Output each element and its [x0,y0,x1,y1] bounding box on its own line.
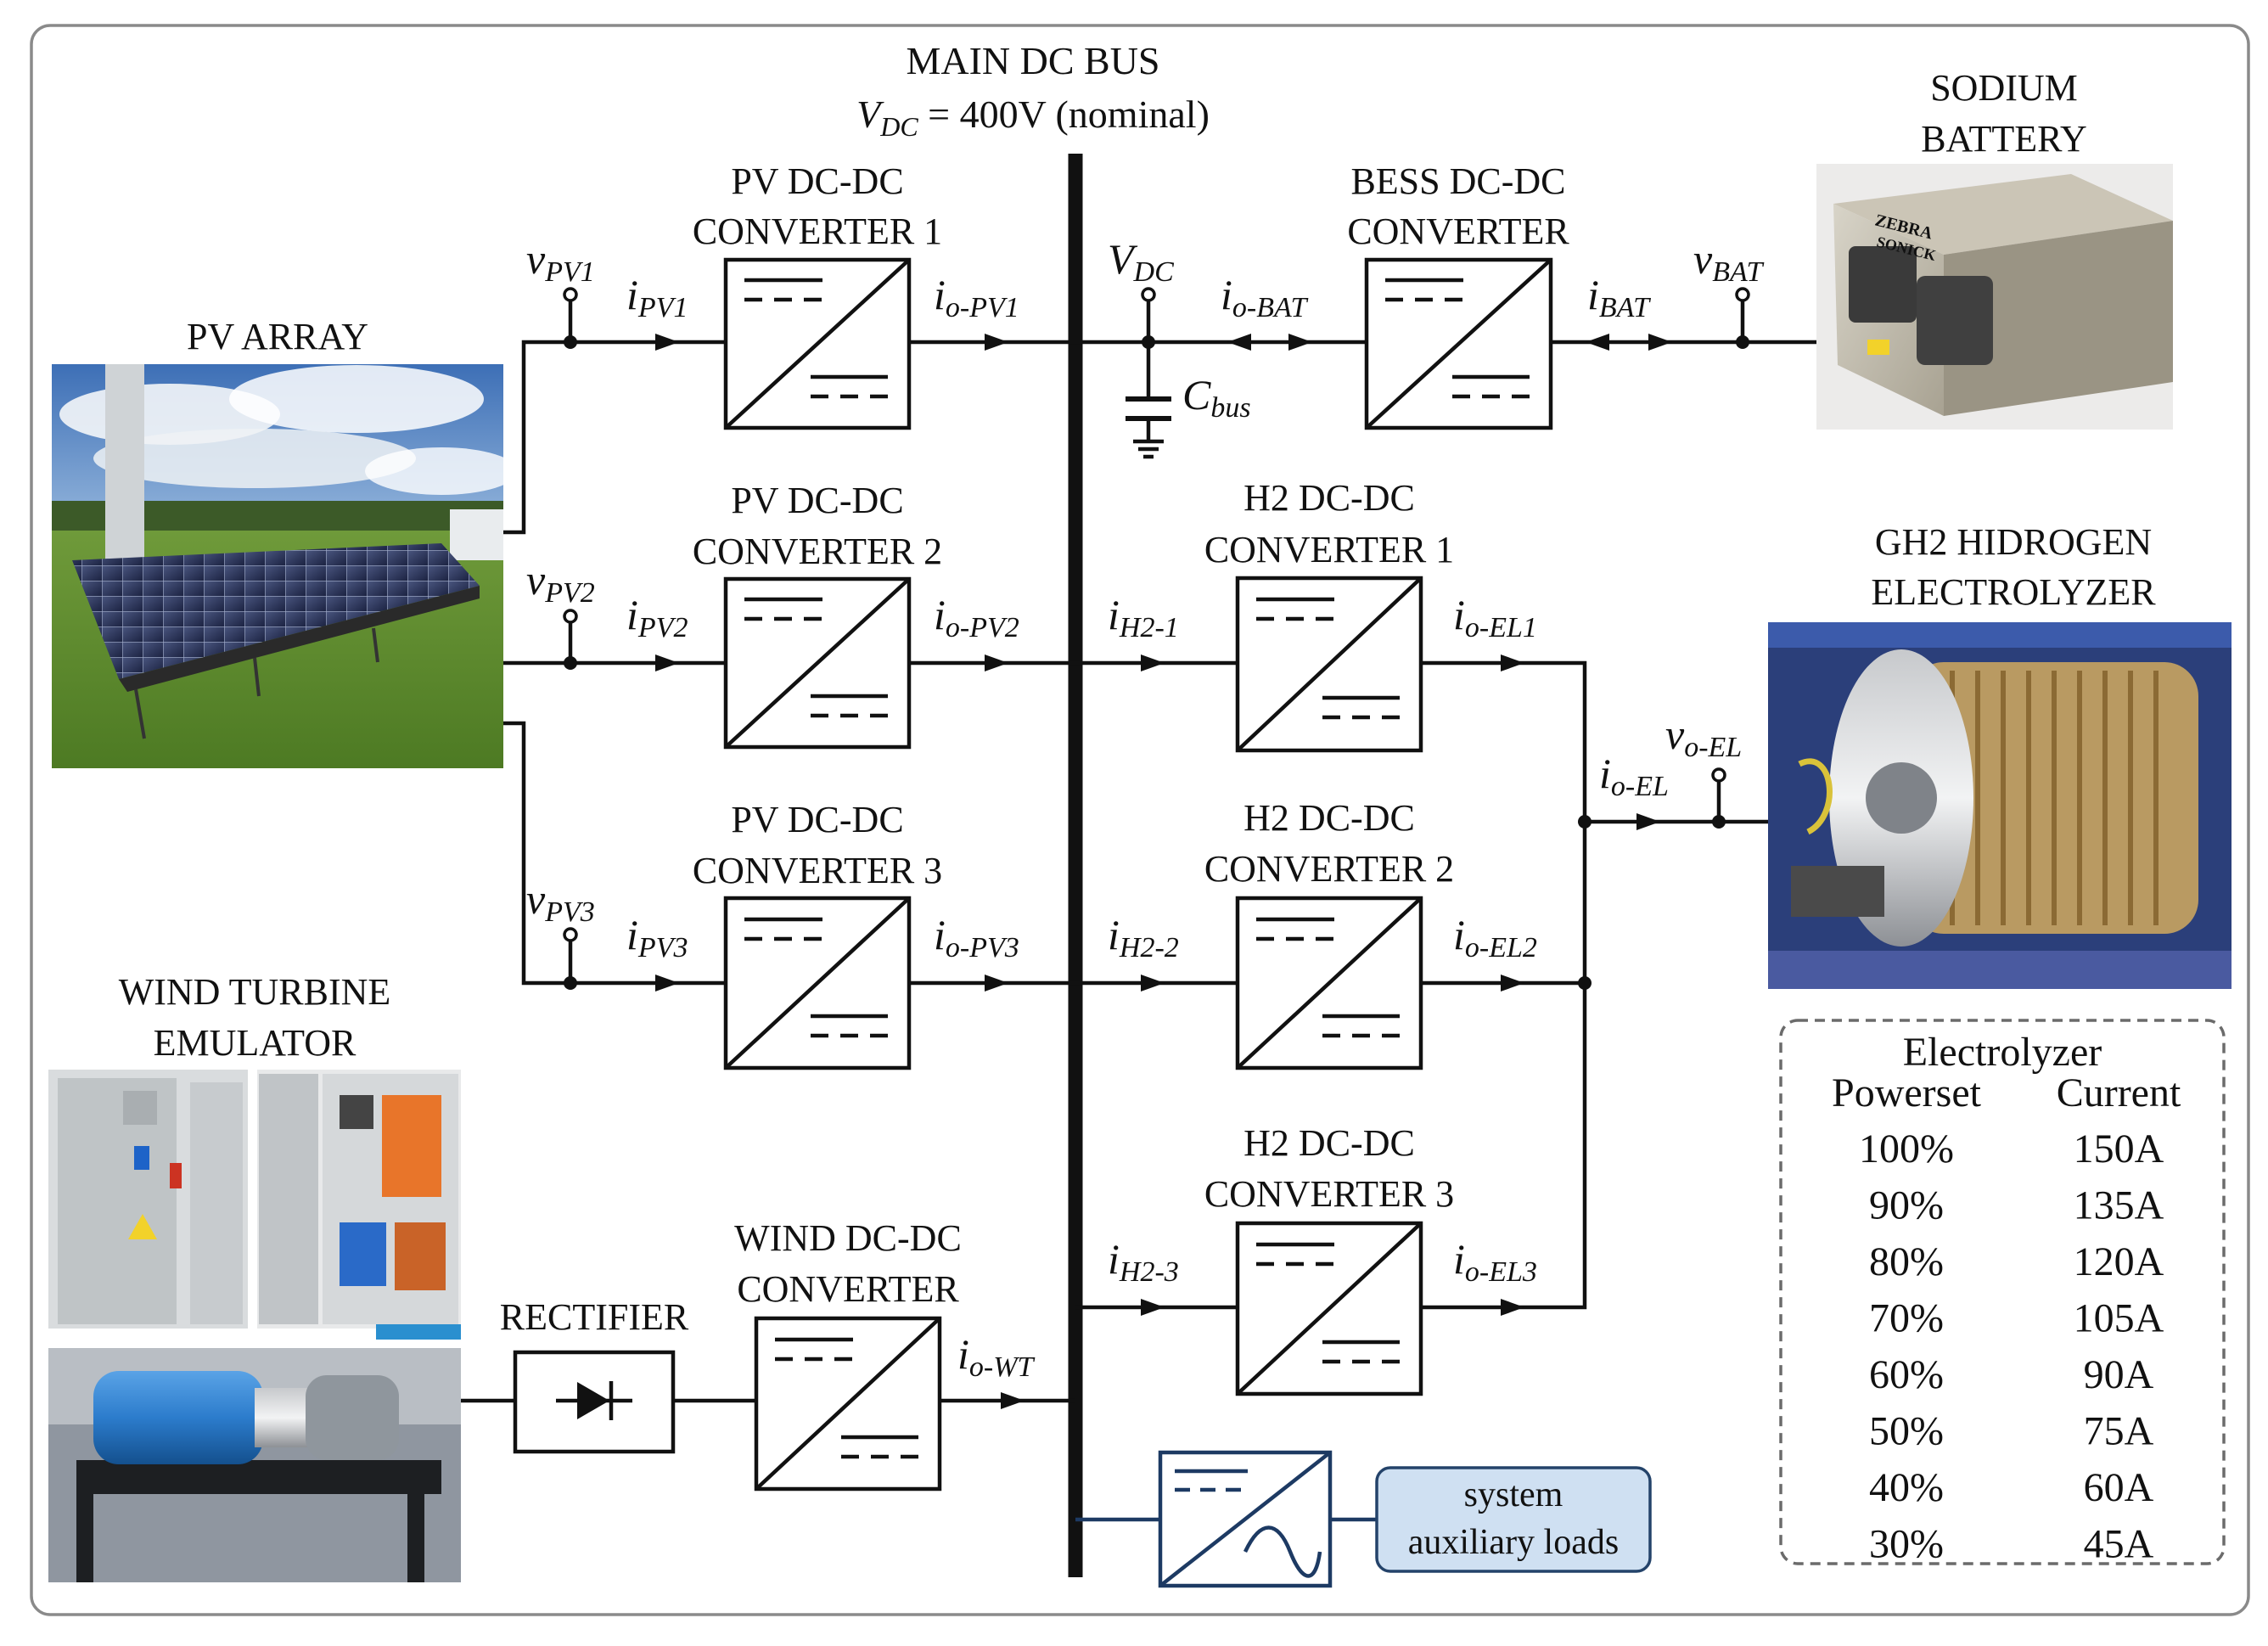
aux-loads-label-2: auxiliary loads [1408,1523,1619,1562]
electrolyzer-table-current-cell: 90A [2084,1352,2154,1397]
electrolyzer-table-frame [1779,1019,2226,1565]
label-io-pv2: io-PV2 [934,591,1019,643]
electrolyzer-table-current-cell: 135A [2074,1183,2164,1228]
electrolyzer-table-powerset-cell: 80% [1869,1239,1944,1284]
electrolyzer-table-current-cell: 60A [2084,1465,2154,1510]
pv-array-label: PV ARRAY [187,316,368,357]
wind-converter-label-2: CONVERTER [737,1268,959,1310]
electrolyzer-table-powerset-cell: 70% [1869,1296,1944,1341]
pv-converter-3-label-1: PV DC-DC [731,799,903,840]
bess-converter-label-2: CONVERTER [1347,211,1569,252]
h2-converter-1-label-2: CONVERTER 1 [1204,529,1454,570]
electrolyzer-photo [1768,622,2232,989]
bess-converter [1364,257,1553,430]
electrolyzer-table-powerset-cell: 50% [1869,1409,1944,1454]
h2-converter-3-label-2: CONVERTER 3 [1204,1173,1454,1215]
electrolyzer-table-current-cell: 45A [2084,1522,2154,1567]
battery-label-1: SODIUM [1930,67,2078,109]
label-i-h2-1: iH2-1 [1108,591,1179,643]
label-io-el: io-EL [1599,750,1669,802]
electrolyzer-table-header-current: Current [2057,1070,2181,1115]
electrolyzer-table-rows: 100% 150A 90% 135A 80% 120A 70% 105A 60% 90A 50% 75… [1859,1126,2164,1567]
aux-loads-label-1: system [1464,1475,1563,1514]
electrolyzer-table-powerset-cell: 100% [1859,1126,1954,1171]
bus-capacitor [1126,396,1171,421]
electrolyzer-table-powerset-cell: 90% [1869,1183,1944,1228]
sodium-battery-photo: ZEBRA SONICK [1816,164,2173,430]
wind-emulator-label-1: WIND TURBINE [119,971,391,1013]
pv-converter-2 [723,576,912,750]
electrolyzer-table-current-cell: 75A [2084,1409,2154,1454]
current-arrows [655,334,1672,1409]
label-v-pv2: vPV2 [526,556,595,609]
electrolyzer-table-powerset-cell: 60% [1869,1352,1944,1397]
pv-converter-2-label-2: CONVERTER 2 [693,531,942,572]
pv-converter-1 [723,257,912,430]
h2-converter-3 [1235,1221,1423,1396]
wind-emulator-cabinet-photo-1 [48,1070,248,1329]
electrolyzer-table-powerset-cell: 40% [1869,1465,1944,1510]
label-i-h2-3: iH2-3 [1108,1235,1179,1288]
rectifier-block [513,1350,676,1454]
pv-converter-1-label-2: CONVERTER 1 [693,211,942,252]
pv-converter-2-label-1: PV DC-DC [731,480,903,521]
bus-voltage-label: VDC = 400V (nominal) [856,93,1210,142]
h2-converter-1 [1235,576,1423,753]
pv-converter-3 [723,896,912,1070]
label-io-wt: io-WT [957,1330,1036,1383]
rectifier-label: RECTIFIER [500,1296,689,1338]
electrolyzer-table: Electrolyzer Powerset Current 100% 150A 90… [1779,1019,2226,1567]
electrolyzer-table-powerset-cell: 30% [1869,1522,1944,1567]
electrolyzer-table-current-cell: 120A [2074,1239,2164,1284]
h2-converter-2-label-2: CONVERTER 2 [1204,848,1454,890]
pv-converter-3-label-2: CONVERTER 3 [693,850,942,891]
label-i-pv3: iPV3 [626,911,688,963]
label-io-el1: io-EL1 [1453,591,1537,643]
label-io-pv3: io-PV3 [934,911,1019,963]
label-v-pv3: vPV3 [526,875,595,928]
h2-converter-2 [1235,896,1423,1070]
electrolyzer-table-title: Electrolyzer [1903,1030,2102,1075]
label-i-pv1: iPV1 [626,271,688,323]
voltage-probes [563,287,1750,983]
label-i-bat: iBAT [1587,271,1651,323]
electrolyzer-table-current-cell: 105A [2074,1296,2164,1341]
label-v-dc: VDC [1108,235,1174,288]
h2-converter-1-label-1: H2 DC-DC [1243,477,1415,519]
wind-emulator-motor-photo [48,1348,461,1582]
bess-converter-label-1: BESS DC-DC [1350,160,1565,202]
label-i-h2-2: iH2-2 [1108,911,1179,963]
h2-converter-3-label-1: H2 DC-DC [1243,1122,1415,1164]
label-io-bat: io-BAT [1221,271,1309,323]
wind-emulator-cabinet-photo-2 [257,1070,461,1340]
main-dc-bus-title: MAIN DC BUS [906,39,1159,82]
pv-array-photo [52,364,518,768]
label-vo-el: vo-EL [1665,711,1742,763]
aux-inverter [1158,1450,1333,1588]
label-v-bat: vBAT [1693,235,1764,288]
electrolyzer-table-header-powerset: Powerset [1832,1070,1982,1115]
label-v-pv1: vPV1 [526,235,595,288]
electrolyzer-label-2: ELECTROLYZER [1871,571,2156,613]
wind-converter [754,1316,942,1492]
electrolyzer-label-1: GH2 HIDROGEN [1875,521,2152,563]
battery-label-2: BATTERY [1921,118,2087,160]
pv-converter-1-label-1: PV DC-DC [731,160,903,202]
aux-loads-box [1375,1466,1652,1573]
wind-converter-label-1: WIND DC-DC [734,1217,962,1259]
wind-emulator-label-2: EMULATOR [154,1022,356,1064]
label-io-pv1: io-PV1 [934,271,1019,323]
signal-labels: vPV1 iPV1 io-PV1 vPV2 iPV2 io-PV2 vPV3 i… [526,235,1764,1383]
label-i-pv2: iPV2 [626,591,688,643]
label-io-el2: io-EL2 [1453,911,1537,963]
label-c-bus: Cbus [1182,371,1251,424]
figure-frame [30,24,2250,1616]
h2-converter-2-label-1: H2 DC-DC [1243,797,1415,839]
electrolyzer-table-current-cell: 150A [2074,1126,2164,1171]
label-io-el3: io-EL3 [1453,1235,1537,1288]
